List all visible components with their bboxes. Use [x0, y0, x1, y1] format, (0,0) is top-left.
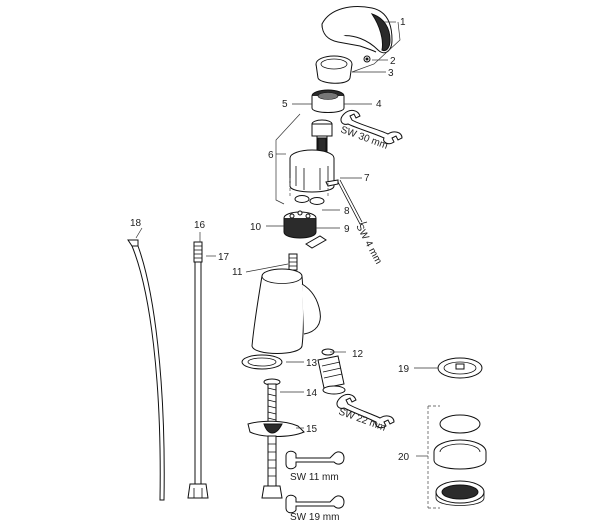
label-part-17: 17: [218, 252, 230, 263]
label-part-2: 2: [390, 56, 396, 67]
part-cartridge-base: [283, 210, 327, 249]
label-part-7: 7: [364, 173, 370, 184]
part-cartridge-seals: [294, 195, 325, 205]
label-part-11: 11: [232, 267, 243, 278]
part-base-washer: [241, 354, 283, 386]
label-part-3: 3: [388, 68, 394, 79]
label-part-8: 8: [344, 206, 350, 217]
label-part-13: 13: [306, 358, 318, 369]
part-hex-key: [325, 179, 368, 225]
label-part-15: 15: [306, 424, 318, 435]
part-hose-connector: [288, 253, 298, 271]
label-sw4: SW 4 mm: [353, 222, 383, 266]
part-set-screw: [363, 55, 371, 63]
label-part-12: 12: [352, 349, 364, 360]
label-part-19: 19: [398, 364, 410, 375]
wrench-sw30-icon: [340, 109, 403, 145]
label-part-18: 18: [130, 218, 142, 229]
part-number-labels: 1 2 3 4 5 6 7 8 9 10 11 12 13 14 15 16 1…: [130, 17, 410, 463]
part-cover-ring: [315, 55, 353, 84]
part-drain-cap: [437, 357, 483, 379]
label-part-5: 5: [282, 99, 288, 110]
part-aerator: [317, 348, 346, 395]
part-pull-rod: [127, 239, 165, 501]
part-flexible-hose: [187, 241, 209, 499]
label-part-16: 16: [194, 220, 206, 231]
part-mounting-bracket: [247, 420, 305, 499]
label-part-1: 1: [400, 17, 406, 28]
label-part-14: 14: [306, 388, 318, 399]
label-part-4: 4: [376, 99, 382, 110]
part-lever-handle: [321, 6, 393, 54]
wrench-sw11-icon: [285, 450, 345, 470]
part-mixer-body: [251, 268, 321, 354]
part-cartridge-nut: [311, 89, 345, 113]
leader-lines: [135, 21, 440, 509]
label-part-20: 20: [398, 452, 410, 463]
wrench-sw19-icon: [285, 494, 345, 514]
label-sw19: SW 19 mm: [290, 512, 339, 521]
wrench-sw22-icon: [336, 393, 395, 429]
label-part-6: 6: [268, 150, 274, 161]
label-part-9: 9: [344, 224, 350, 235]
part-cartridge: [289, 119, 335, 193]
part-drain-assembly: [433, 414, 487, 506]
label-sw11: SW 11 mm: [290, 472, 339, 483]
label-part-10: 10: [250, 222, 262, 233]
part-threaded-stud: [267, 383, 277, 425]
